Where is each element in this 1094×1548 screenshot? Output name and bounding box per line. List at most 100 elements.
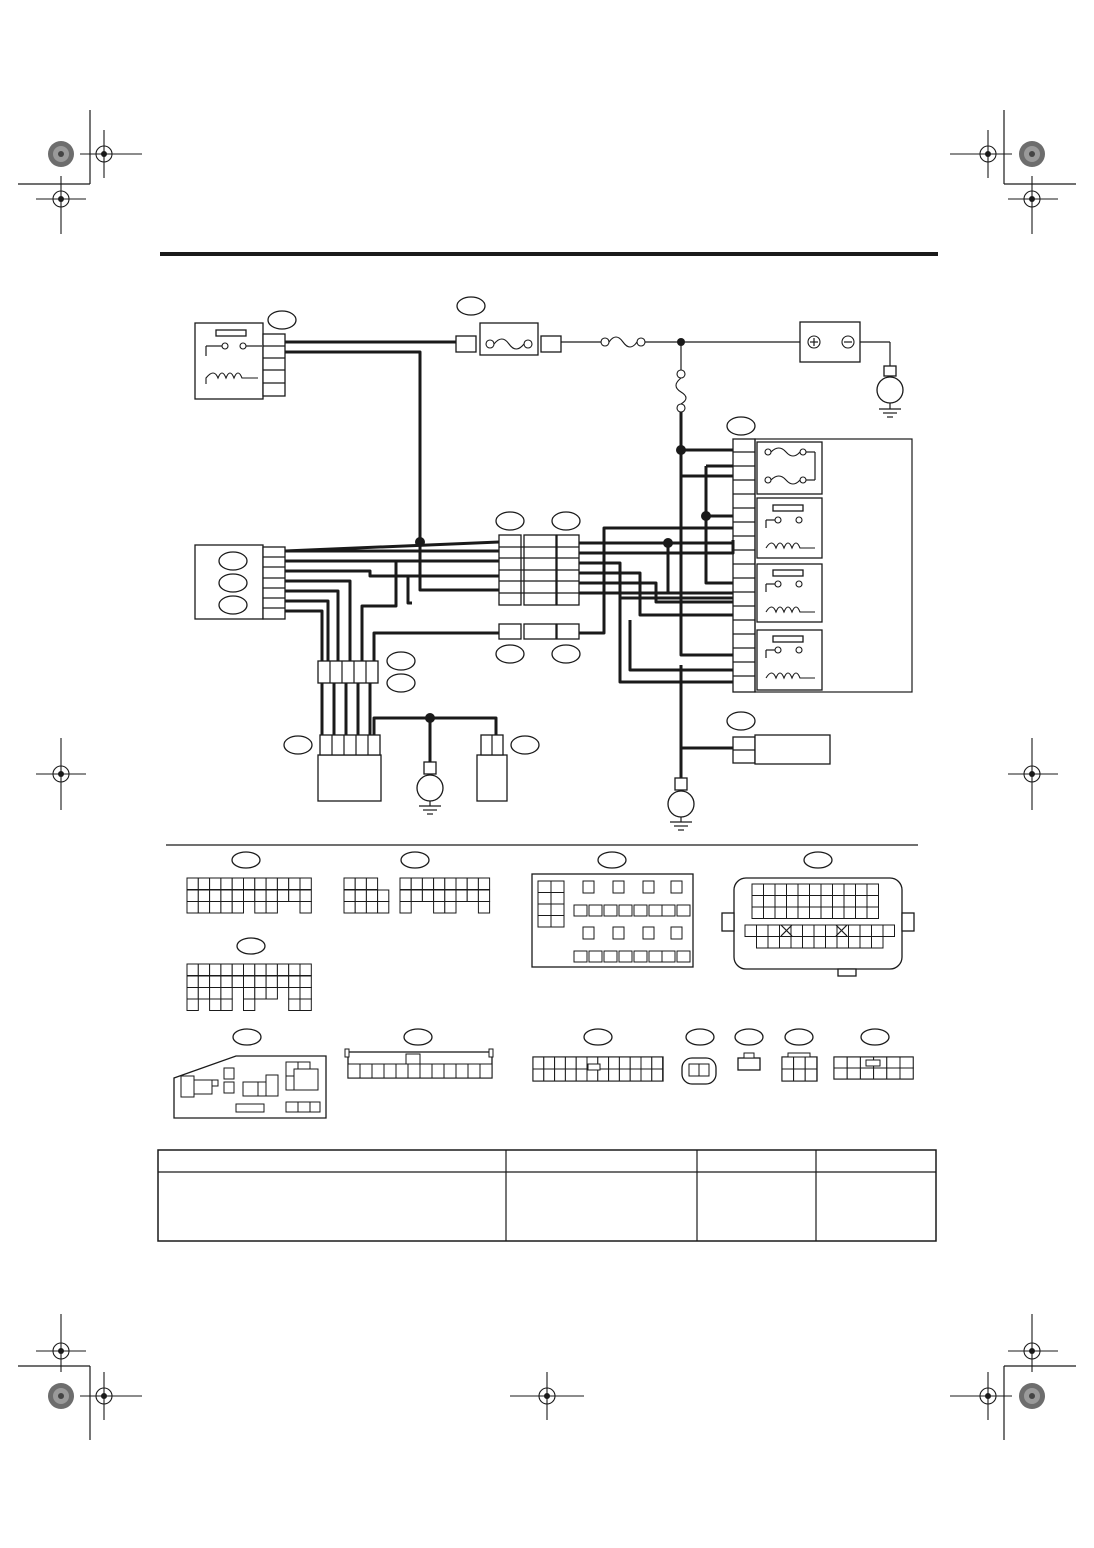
- connector-pin: [781, 1068, 795, 1082]
- device-bottom-right: [726, 711, 831, 765]
- connector-pin: [820, 883, 833, 896]
- connector-pin: [466, 877, 479, 890]
- connector-pin: [455, 877, 468, 890]
- connector-pin: [855, 906, 868, 919]
- connector-pin: [231, 877, 244, 890]
- connector-pin: [479, 1063, 493, 1079]
- connector-pin: [455, 1063, 469, 1079]
- connector-pin: [804, 1056, 818, 1070]
- color-wheel-icon: [48, 1383, 74, 1409]
- connector-pin: [763, 883, 776, 896]
- connector-pin: [288, 877, 301, 890]
- connector-pin: [790, 924, 803, 937]
- connector-pin: [820, 895, 833, 908]
- connector-pin: [640, 1056, 653, 1070]
- relay-coil-icon: [205, 372, 258, 384]
- connector-pin: [550, 880, 565, 893]
- connector-pin: [543, 1056, 556, 1070]
- connector-pin: [751, 895, 764, 908]
- connector-pin: [288, 975, 301, 988]
- connector-pin: [774, 906, 787, 919]
- connector-pin: [813, 924, 826, 937]
- connector-pin: [836, 924, 849, 937]
- connector-pin: [197, 901, 211, 914]
- registration-mark-icon: [950, 130, 1012, 178]
- connector-pin: [265, 963, 278, 976]
- connector-pin: [886, 1067, 901, 1080]
- connector-pin: [276, 889, 290, 902]
- connector-pin: [825, 936, 838, 949]
- connector-pin: [399, 877, 412, 890]
- connector-pin: [618, 1068, 631, 1082]
- connector-pin: [886, 1056, 901, 1069]
- connector-pin: [833, 1067, 848, 1080]
- connector-pin: [859, 1067, 875, 1080]
- connector-pin: [477, 877, 491, 890]
- relay-socket: [676, 904, 691, 917]
- connector-pin: [763, 895, 776, 908]
- connector-tag: [597, 851, 627, 869]
- connector-pin: [763, 906, 776, 919]
- connector-pin: [564, 1056, 577, 1070]
- connector-pin: [220, 889, 233, 902]
- connector-pin: [809, 895, 822, 908]
- joint-connector-center: [495, 511, 581, 664]
- connector-pin: [297, 1101, 311, 1113]
- connector-pin: [254, 987, 267, 1000]
- connector-pin: [532, 1068, 545, 1082]
- connector-pin: [377, 901, 390, 914]
- connector-tag: [231, 851, 261, 869]
- relay-socket: [633, 904, 648, 917]
- connector-pin: [554, 1068, 566, 1082]
- connector-pin: [832, 883, 845, 896]
- connector-pin: [365, 877, 379, 890]
- relay-module-right: [726, 416, 913, 693]
- connector-pin: [354, 889, 367, 902]
- relay-socket: [618, 950, 633, 963]
- connector-pin: [564, 1068, 577, 1082]
- connector-pin: [797, 895, 810, 908]
- connector-face: [737, 1057, 761, 1071]
- connector-pin: [820, 906, 833, 919]
- connector-pin: [419, 1063, 433, 1079]
- connector-pin: [550, 903, 565, 916]
- connector-pin: [899, 1056, 914, 1069]
- connector-pin: [859, 924, 872, 937]
- connector-pin: [220, 975, 233, 988]
- connector-pin: [265, 889, 278, 902]
- header-rule: [160, 252, 938, 256]
- registration-mark-icon: [1008, 738, 1058, 810]
- connector-pin: [299, 998, 312, 1011]
- connector-pin: [220, 963, 233, 976]
- registration-mark-icon: [80, 130, 142, 178]
- connector-pin: [575, 1068, 588, 1082]
- connector-pin: [554, 1056, 566, 1070]
- connector-pin: [186, 975, 199, 988]
- connector-latch: [488, 1048, 494, 1058]
- relay-socket: [573, 950, 588, 963]
- description-table: [157, 1149, 937, 1242]
- registration-mark-icon: [36, 738, 86, 810]
- connector-pin: [608, 1068, 620, 1082]
- connector-pin: [597, 1068, 610, 1082]
- fuse-icon: [493, 338, 525, 350]
- connector-pin: [359, 1063, 373, 1079]
- relay-unit-top-left: [194, 310, 297, 400]
- connector-pin: [410, 877, 423, 890]
- connector-pin: [383, 1063, 397, 1079]
- connector-pin: [209, 975, 222, 988]
- connector-latch: [901, 912, 915, 932]
- connector-tag: [803, 851, 833, 869]
- connector-key: [865, 1059, 881, 1067]
- connector-pin: [786, 906, 799, 919]
- relay-coil-icon: [765, 672, 815, 680]
- connector-tag: [403, 1028, 433, 1046]
- registration-mark-icon: [36, 176, 86, 234]
- color-wheel-icon: [48, 141, 74, 167]
- registration-mark-icon: [1008, 1314, 1058, 1372]
- relay-socket: [642, 880, 655, 894]
- connector-pin: [832, 906, 845, 919]
- relay-socket: [676, 950, 691, 963]
- connector-pin: [243, 963, 256, 976]
- relay-coil-icon: [765, 542, 815, 550]
